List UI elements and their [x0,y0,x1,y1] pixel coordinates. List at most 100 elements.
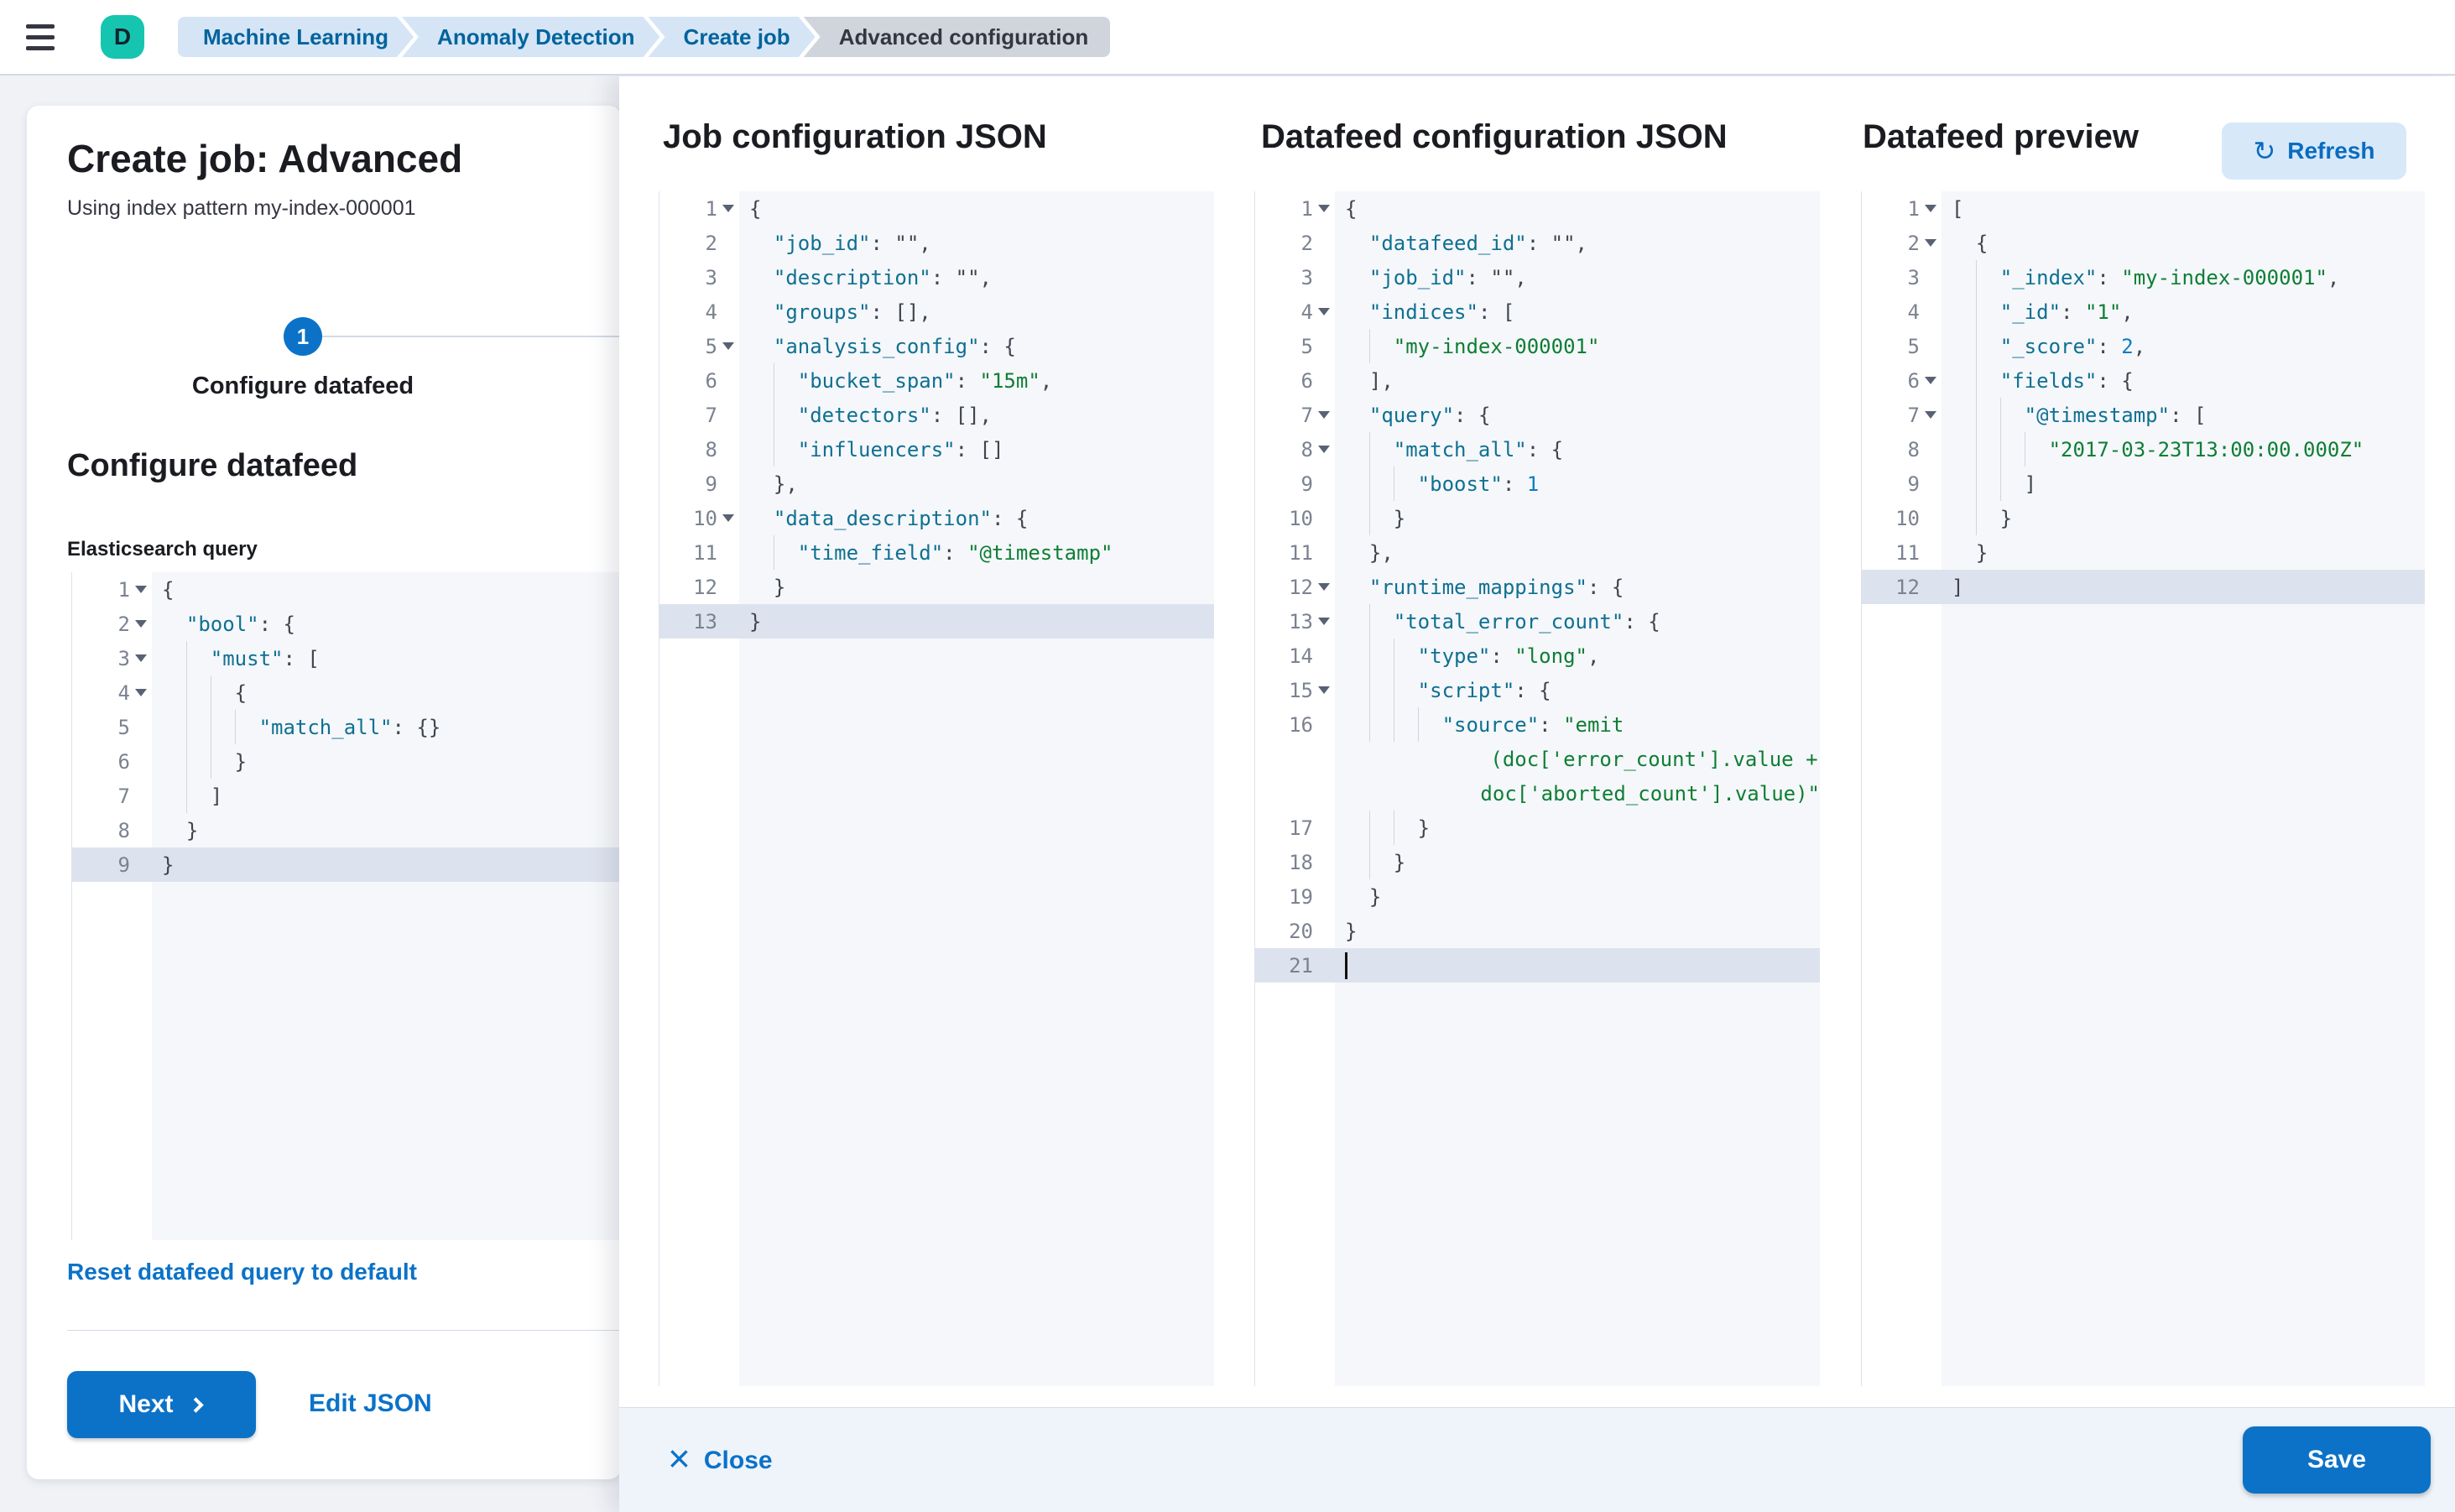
fold-arrow-icon[interactable] [1925,411,1936,419]
avatar[interactable]: D [101,15,144,59]
editor-empty-area [659,639,1214,1386]
code-row: 9"boost": 1 [1255,467,1820,501]
fold-arrow-icon[interactable] [135,586,147,593]
code-row: 4"_id": "1", [1862,295,2425,329]
code-row: 18} [1255,845,1820,879]
close-icon: × [668,1439,691,1478]
fold-arrow-icon[interactable] [722,205,734,212]
refresh-button-label: Refresh [2287,138,2374,164]
code-row: 8} [72,813,621,847]
datafeed-preview-editor[interactable]: 1[2{3"_index": "my-index-000001",4"_id":… [1861,191,2425,1386]
code-row: 6"bucket_span": "15m", [659,363,1214,398]
code-row: 11} [1862,535,2425,570]
code-row: 6} [72,744,621,779]
code-row: 7] [72,779,621,813]
code-row: 17} [1255,811,1820,845]
code-row: 13} [659,604,1214,639]
code-row: 7"detectors": [], [659,398,1214,432]
code-row: 16"source": "emit [1255,707,1820,742]
fold-arrow-icon[interactable] [135,620,147,628]
datafeed-preview-heading: Datafeed preview [1863,118,2139,156]
editor-empty-area [1862,604,2425,1386]
reset-datafeed-query-link[interactable]: Reset datafeed query to default [67,1259,417,1285]
refresh-icon: ↻ [2253,135,2275,167]
code-row: 10"data_description": { [659,501,1214,535]
code-row: 12} [659,570,1214,604]
code-row: 9] [1862,467,2425,501]
fold-arrow-icon[interactable] [1318,686,1330,694]
code-row: 2"job_id": "", [659,226,1214,260]
divider [67,1330,621,1331]
refresh-button[interactable]: ↻ Refresh [2222,123,2406,180]
fold-arrow-icon[interactable] [1318,618,1330,625]
step-1-label: Configure datafeed [185,373,420,400]
breadcrumb-item[interactable]: Machine Learning [178,17,414,57]
code-row: 1[ [1862,191,2425,226]
code-row: 8"influencers": [] [659,432,1214,467]
top-navigation-bar: D Machine LearningAnomaly DetectionCreat… [0,0,2455,76]
fold-arrow-icon[interactable] [1925,205,1936,212]
code-row: 2"datafeed_id": "", [1255,226,1820,260]
es-query-editor[interactable]: 1{2"bool": {3"must": [4{5"match_all": {}… [71,572,621,1240]
code-row: 7"@timestamp": [ [1862,398,2425,432]
flyout-footer: × Close Save [619,1407,2455,1512]
fold-arrow-icon[interactable] [1318,205,1330,212]
code-row: (doc['error_count'].value + [1255,742,1820,776]
code-row: 19} [1255,879,1820,914]
step-1-indicator[interactable]: 1 [284,317,322,356]
breadcrumb-item[interactable]: Create job [649,17,816,57]
editor-empty-area [1255,983,1820,1386]
save-button[interactable]: Save [2243,1426,2431,1494]
code-row: 2{ [1862,226,2425,260]
code-row: 1{ [1255,191,1820,226]
fold-arrow-icon[interactable] [1318,446,1330,453]
fold-arrow-icon[interactable] [135,689,147,696]
close-button[interactable]: × Close [668,1408,773,1512]
code-row: 6], [1255,363,1820,398]
code-row: 5"_score": 2, [1862,329,2425,363]
fold-arrow-icon[interactable] [1318,411,1330,419]
code-row: 4{ [72,675,621,710]
breadcrumb: Machine LearningAnomaly DetectionCreate … [178,17,1110,57]
fold-arrow-icon[interactable] [135,654,147,662]
code-row: 3"_index": "my-index-000001", [1862,260,2425,295]
fold-arrow-icon[interactable] [1925,239,1936,247]
chevron-right-icon [188,1397,203,1412]
code-row: 15"script": { [1255,673,1820,707]
next-button-label: Next [118,1390,173,1419]
job-config-heading: Job configuration JSON [663,118,1047,156]
breadcrumb-item: Advanced configuration [804,17,1111,57]
step-progress-line [322,336,621,337]
code-row: 3"must": [ [72,641,621,675]
code-row: 3"job_id": "", [1255,260,1820,295]
code-row: 4"groups": [], [659,295,1214,329]
code-row: 5"my-index-000001" [1255,329,1820,363]
datafeed-config-editor[interactable]: 1{2"datafeed_id": "",3"job_id": "",4"ind… [1254,191,1820,1386]
code-row: 13"total_error_count": { [1255,604,1820,639]
elasticsearch-query-label: Elasticsearch query [67,538,258,561]
code-row: 3"description": "", [659,260,1214,295]
code-row: 10} [1255,501,1820,535]
breadcrumb-item[interactable]: Anomaly Detection [402,17,660,57]
code-row: 12] [1862,570,2425,604]
edit-json-link[interactable]: Edit JSON [309,1389,432,1418]
job-config-editor[interactable]: 1{2"job_id": "",3"description": "",4"gro… [659,191,1214,1386]
code-row: 21 [1255,948,1820,983]
fold-arrow-icon[interactable] [1318,583,1330,591]
advanced-configuration-flyout: Job configuration JSON Datafeed configur… [619,76,2455,1512]
configure-datafeed-heading: Configure datafeed [67,448,357,484]
next-button[interactable]: Next [67,1371,256,1438]
close-button-label: Close [704,1447,773,1475]
fold-arrow-icon[interactable] [1318,308,1330,315]
fold-arrow-icon[interactable] [722,514,734,522]
code-row: 5"match_all": {} [72,710,621,744]
code-row: 11"time_field": "@timestamp" [659,535,1214,570]
code-row: 2"bool": { [72,607,621,641]
fold-arrow-icon[interactable] [1925,377,1936,384]
text-cursor [1345,952,1347,979]
index-pattern-subtitle: Using index pattern my-index-000001 [67,196,416,221]
hamburger-menu-icon[interactable] [13,10,67,64]
code-row: 10} [1862,501,2425,535]
fold-arrow-icon[interactable] [722,342,734,350]
editor-empty-area [72,882,621,1240]
